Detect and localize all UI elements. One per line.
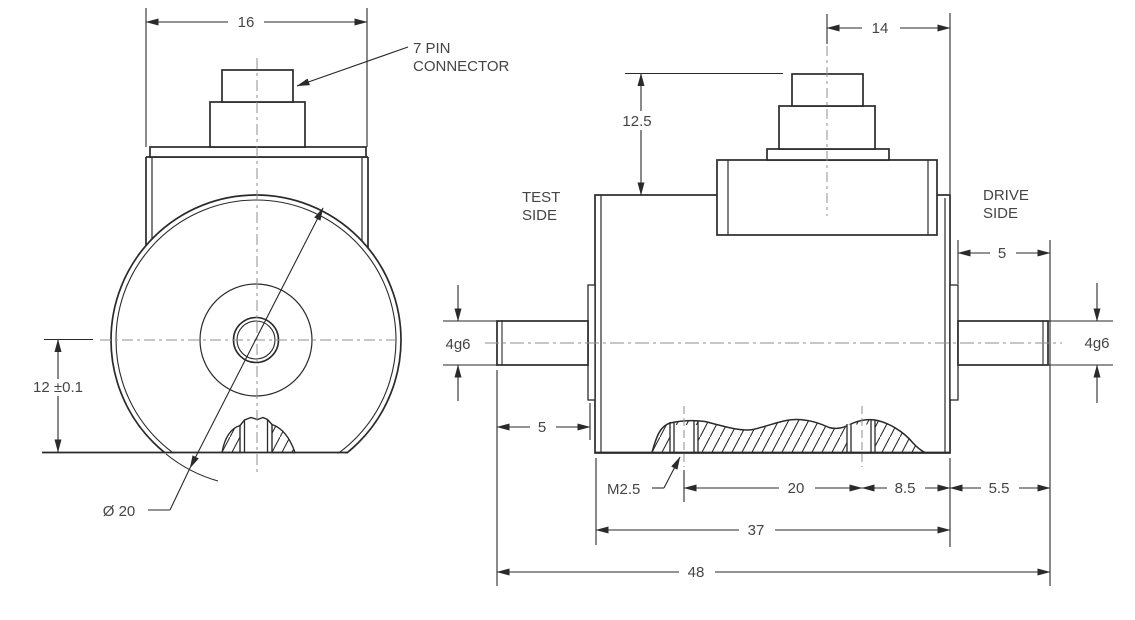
front-top-plate bbox=[149, 146, 367, 158]
section-break-line bbox=[651, 418, 926, 454]
side-centerlines bbox=[485, 46, 1062, 467]
phantom-circle-arc bbox=[165, 453, 219, 482]
side-body-outline bbox=[594, 194, 951, 454]
drive-side-label-line2: SIDE bbox=[983, 205, 1018, 222]
hole-spacing-label: 20 bbox=[788, 480, 805, 497]
diameter-dim-label: Ø 20 bbox=[103, 503, 136, 520]
shaft-len-right-label: 5 bbox=[998, 245, 1006, 262]
body-length-label: 37 bbox=[748, 522, 765, 539]
front-body bbox=[42, 69, 408, 488]
text-mask bbox=[679, 564, 715, 581]
shaft-dia-left-label: 4g6 bbox=[445, 336, 470, 353]
hole-to-face-label: 8.5 bbox=[895, 480, 916, 497]
overall-length-label: 48 bbox=[688, 564, 705, 581]
text-mask bbox=[887, 480, 925, 497]
text-mask bbox=[228, 14, 264, 30]
connector-height-label: 12.5 bbox=[622, 113, 651, 130]
connector-note-leader bbox=[296, 46, 409, 87]
shaft-len-left-label: 5 bbox=[538, 419, 546, 436]
connector-offset-label: 14 bbox=[872, 20, 889, 37]
dim-line-diameter bbox=[189, 207, 324, 469]
side-connector-collar bbox=[766, 148, 890, 161]
side-texts: 14 12.5 TEST SIDE DRIVE SIDE 5 4g6 4g6 5… bbox=[445, 20, 1110, 581]
thread-callout-label: M2.5 bbox=[607, 481, 640, 498]
height-dim-label: 12 ±0.1 bbox=[33, 379, 83, 396]
test-side-label-line2: SIDE bbox=[522, 207, 557, 224]
side-dimensions bbox=[443, 13, 1113, 586]
text-mask bbox=[981, 480, 1019, 497]
connector-note-line2: CONNECTOR bbox=[413, 58, 510, 75]
side-view: 14 12.5 TEST SIDE DRIVE SIDE 5 4g6 4g6 5… bbox=[443, 13, 1113, 586]
side-body bbox=[496, 73, 1049, 454]
thread-callout-leader bbox=[663, 456, 681, 489]
text-mask bbox=[990, 245, 1016, 261]
shaft-dia-right-label: 4g6 bbox=[1084, 335, 1109, 352]
test-side-label-line1: TEST bbox=[522, 189, 560, 206]
front-texts: 16 12 ±0.1 Ø 20 7 PIN CONNECTOR bbox=[26, 14, 510, 520]
connector-note-line1: 7 PIN bbox=[413, 40, 451, 57]
drive-side-label-line1: DRIVE bbox=[983, 187, 1029, 204]
diameter-leader-tail bbox=[169, 467, 191, 511]
text-mask bbox=[739, 522, 775, 539]
width-dim-label: 16 bbox=[238, 14, 255, 31]
text-mask bbox=[862, 20, 900, 36]
text-mask bbox=[616, 111, 660, 130]
text-mask bbox=[530, 419, 556, 435]
text-mask bbox=[779, 480, 815, 497]
text-mask bbox=[26, 379, 90, 396]
face-to-shaft-end-label: 5.5 bbox=[989, 480, 1010, 497]
front-view: 16 12 ±0.1 Ø 20 7 PIN CONNECTOR bbox=[26, 8, 510, 520]
